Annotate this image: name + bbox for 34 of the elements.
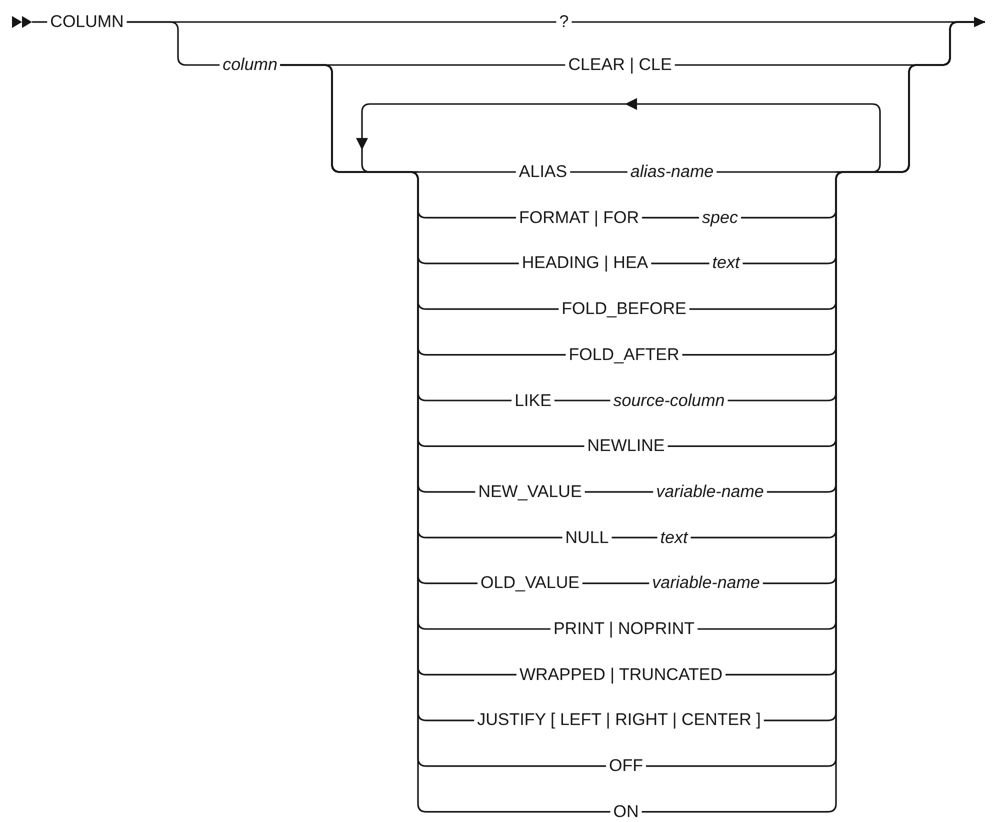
syntax-line — [126, 21, 220, 66]
keyword-text: ? — [556, 12, 572, 32]
keyword-text: ON — [610, 802, 642, 822]
keyword-text: NEW_VALUE — [475, 482, 585, 502]
keyword-text: COLUMN — [47, 12, 127, 32]
syntax-line — [642, 216, 700, 218]
keyword-text: JUSTIFY [ LEFT | RIGHT | CENTER ] — [474, 710, 764, 730]
syntax-line — [584, 491, 654, 493]
keyword-text: FOLD_BEFORE — [558, 299, 690, 320]
placeholder-text: source-column — [610, 390, 728, 410]
placeholder-text: variable-name — [649, 573, 763, 594]
keyword-text: HEADING | HEA — [518, 253, 652, 274]
keyword-text: FORMAT | FOR — [516, 208, 642, 228]
keyword-text: WRAPPED | TRUNCATED — [516, 664, 726, 685]
syntax-line — [612, 536, 658, 538]
keyword-text: LIKE — [512, 390, 554, 410]
syntax-line — [582, 582, 650, 584]
keyword-text: PRINT | NOPRINT — [550, 619, 698, 639]
placeholder-text: column — [220, 55, 280, 75]
syntax-line — [554, 400, 610, 402]
keyword-text: OLD_VALUE — [478, 573, 582, 594]
syntax-line — [570, 171, 628, 173]
keyword-text: ALIAS — [516, 162, 570, 182]
keyword-text: NULL — [562, 528, 612, 548]
keyword-text: NEWLINE — [584, 436, 668, 456]
syntax-line — [651, 262, 710, 264]
placeholder-text: variable-name — [653, 482, 767, 502]
keyword-text: FOLD_AFTER — [566, 344, 682, 365]
keyword-text: CLEAR | CLE — [565, 55, 675, 75]
keyword-text: OFF — [606, 756, 646, 776]
placeholder-text: spec — [699, 208, 741, 228]
placeholder-text: alias-name — [627, 162, 717, 182]
placeholder-text: text — [709, 253, 743, 274]
placeholder-text: text — [657, 528, 691, 548]
